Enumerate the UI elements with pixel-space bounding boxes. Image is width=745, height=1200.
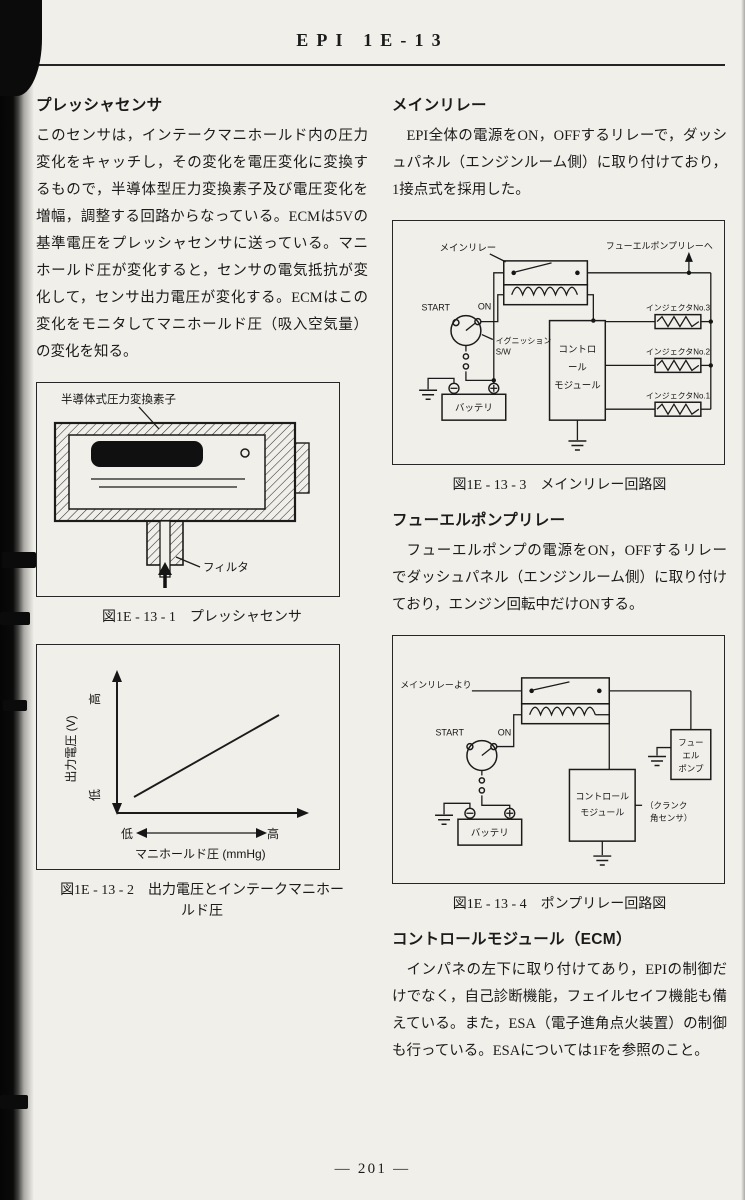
y-axis-label: 出力電圧 (V): [64, 715, 78, 782]
x-low-label: 低: [121, 827, 133, 841]
page-columns: プレッシャセンサ このセンサは，インテークマニホールド内の圧力変化をキャッチし，…: [0, 51, 745, 1065]
ignition-sw-label2: S/W: [496, 347, 512, 356]
fuel-pump-box: [670, 728, 712, 780]
injector-symbol: [654, 313, 702, 330]
start-label: START: [435, 727, 464, 737]
main-relay-label: メインリレー: [440, 243, 497, 254]
y-low-label: 低: [88, 789, 102, 801]
figure4-caption: 図1E - 13 - 4 ポンプリレー回路図: [452, 896, 667, 912]
crank-sensor-label: （クランク: [645, 800, 687, 810]
battery-label: バッテリ: [455, 403, 493, 414]
left-column: プレッシャセンサ このセンサは，インテークマニホールド内の圧力変化をキャッチし，…: [36, 81, 368, 1065]
figure2-caption-line1: 図1E - 13 - 2 出力電圧とインテークマニホー: [60, 882, 344, 898]
figure-pump-relay-circuit: メインリレーより: [392, 634, 727, 915]
relay-symbol: [503, 260, 589, 306]
page-number: — 201 —: [334, 1161, 411, 1177]
figure-frame: メインリレーより: [392, 634, 725, 884]
injector2-label: インジェクタNo.2: [646, 347, 711, 356]
filter-label: フィルタ: [203, 561, 249, 574]
crank-sensor-label2: 角センサ）: [650, 813, 692, 823]
fuel-pump-label: フュー: [678, 737, 703, 747]
ignition-switch: [450, 314, 482, 347]
on-label: ON: [498, 727, 511, 737]
relay-coil: [529, 706, 596, 717]
on-label: ON: [478, 302, 491, 312]
injector-symbol: [654, 401, 702, 417]
ground-icon: [647, 755, 667, 767]
voltage-pressure-graph: 高 低 出力電圧 (V) 低 高 マニホールド圧 (mmHg): [64, 669, 309, 861]
section-heading-pressure-sensor: プレッシャセンサ: [36, 97, 163, 114]
relay-symbol: [520, 676, 611, 725]
injector-symbol: [654, 357, 702, 374]
pressure-sensor-paragraph: このセンサは，インテークマニホールド内の圧力変化をキャッチし，その変化を電圧変化…: [36, 128, 368, 360]
fuel-pump-label3: ポンプ: [678, 763, 704, 773]
from-main-relay-label: メインリレーより: [400, 680, 471, 690]
pressure-sensor-diagram: 半導体式圧力変換素子 フィルタ: [53, 392, 310, 588]
figure-frame: メインリレー フューエルポンプリレーへ: [392, 219, 725, 465]
control-module-label2: ール: [568, 362, 587, 373]
battery-symbol: [457, 807, 523, 846]
start-label: START: [422, 303, 451, 313]
figure2-caption-line2: ルド圧: [181, 903, 223, 919]
figure3-caption: 図1E - 13 - 3 メインリレー回路図: [452, 477, 667, 493]
figure-main-relay-circuit: メインリレー フューエルポンプリレーへ: [392, 219, 727, 496]
data-line: [133, 713, 280, 798]
ground-icon: [434, 814, 454, 825]
figure-frame: 半導体式圧力変換素子 フィルタ: [36, 381, 340, 597]
section-heading-ecm: コントロールモジュール（ECM）: [392, 930, 632, 948]
semiconductor-element-label: 半導体式圧力変換素子: [61, 392, 176, 406]
fuel-pump-label2: エル: [682, 750, 699, 760]
figure-frame: 高 低 出力電圧 (V) 低 高 マニホールド圧 (mmHg): [36, 643, 340, 870]
scan-artifact: [741, 0, 745, 1200]
main-relay-paragraph: EPI全体の電源をON，OFFするリレーで，ダッシュパネル（エンジンルーム側）に…: [392, 128, 727, 198]
injector1-label: インジェクタNo.1: [646, 391, 711, 400]
battery-label: バッテリ: [471, 828, 509, 839]
figure-output-voltage-graph: 高 低 出力電圧 (V) 低 高 マニホールド圧 (mmHg) 図1E - 13…: [36, 643, 368, 922]
ecm-paragraph: インパネの左下に取り付けてあり，EPIの制御だけでなく，自己診断機能，フェイルセ…: [392, 961, 727, 1059]
relay-coil: [511, 286, 579, 297]
control-module-label: コントロール: [575, 791, 629, 801]
to-fuel-pump-relay-label: フューエルポンプリレーへ: [606, 241, 713, 251]
x-high-label: 高: [267, 826, 279, 841]
control-module-label2: モジュール: [580, 807, 624, 817]
semiconductor-element: [91, 440, 203, 467]
right-column: メインリレー EPI全体の電源をON，OFFするリレーで，ダッシュパネル（エンジ…: [392, 81, 727, 1065]
ground-icon: [418, 389, 438, 400]
section-heading-fuel-pump-relay: フューエルポンプリレー: [392, 511, 566, 529]
control-module-box: [568, 768, 636, 842]
figure1-caption: 図1E - 13 - 1 プレッシャセンサ: [102, 609, 302, 625]
figure2-caption: 図1E - 13 - 2 出力電圧とインテークマニホー ルド圧: [36, 880, 368, 922]
section-heading-main-relay: メインリレー: [392, 97, 487, 114]
main-relay-circuit-diagram: メインリレー フューエルポンプリレーへ: [418, 241, 713, 451]
ignition-switch: [466, 739, 498, 772]
y-high-label: 高: [87, 693, 102, 705]
x-axis-label: マニホールド圧 (mmHg): [135, 847, 266, 861]
pump-relay-circuit-diagram: メインリレーより: [400, 676, 712, 866]
control-module-label3: モジュール: [554, 380, 601, 391]
battery-symbol: [441, 382, 507, 421]
scan-artifact: [0, 1095, 28, 1109]
control-module-label: コントロ: [559, 344, 597, 355]
ground-icon: [592, 855, 612, 866]
ignition-sw-label: イグニッション: [496, 335, 552, 345]
injector3-label: インジェクタNo.3: [646, 304, 711, 313]
figure-pressure-sensor: 半導体式圧力変換素子 フィルタ: [36, 381, 368, 628]
page-title: EPI 1E-13: [296, 30, 449, 50]
fuel-pump-relay-paragraph: フューエルポンプの電源をON，OFFするリレーでダッシュパネル（エンジンルーム側…: [392, 542, 727, 613]
header-rule: [28, 64, 725, 66]
ground-icon: [567, 440, 588, 451]
